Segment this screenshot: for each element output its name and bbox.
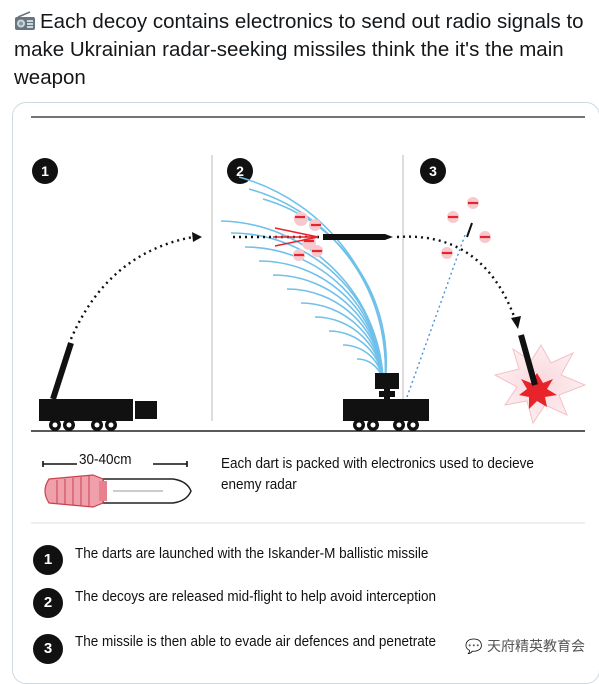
legend-number-3: 3 [33,634,63,664]
launcher-truck-1 [39,342,157,431]
missile-body-3 [518,334,538,386]
watermark: 💬 天府精英教育会 [461,635,589,657]
tweet-body: Each decoy contains electronics to send … [14,10,584,89]
svg-text:3: 3 [429,163,437,179]
step-number-1: 1 [32,158,58,184]
radar-beam-3 [406,234,466,398]
attached-image[interactable]: 1 2 3 [12,102,599,684]
trajectory-3 [396,235,517,320]
radar-vehicle [343,373,429,431]
decoy-dart-illustration [44,474,192,508]
radar-signal-waves [220,176,388,386]
step-number-3: 3 [420,158,446,184]
svg-text:1: 1 [41,163,49,179]
legend-number-1: 1 [33,545,63,575]
trajectory-1 [69,235,194,340]
arrow-head-1 [192,232,202,242]
dart-caption-line2: enemy radar [221,476,297,493]
dart-caption-line1: Each dart is packed with electronics use… [221,455,534,472]
legend-text-2: The decoys are released mid-flight to he… [75,588,436,605]
arrow-head-3 [511,316,521,329]
radio-icon [14,11,36,31]
legend-text-1: The darts are launched with the Iskander… [75,545,429,562]
decoy-diagram: 1 2 3 [31,116,587,524]
dart-size-label: 30-40cm [79,451,132,468]
svg-text:2: 2 [236,163,244,179]
size-measure [42,461,188,467]
legend-number-2: 2 [33,588,63,618]
missile-body-2 [323,234,393,240]
explosion [493,344,587,425]
step-number-2: 2 [227,158,253,184]
tweet-text: Each decoy contains electronics to send … [14,8,589,92]
decoy-darts [273,212,323,261]
scattered-decoys-3 [441,197,491,259]
legend-text-3: The missile is then able to evade air de… [75,633,436,650]
